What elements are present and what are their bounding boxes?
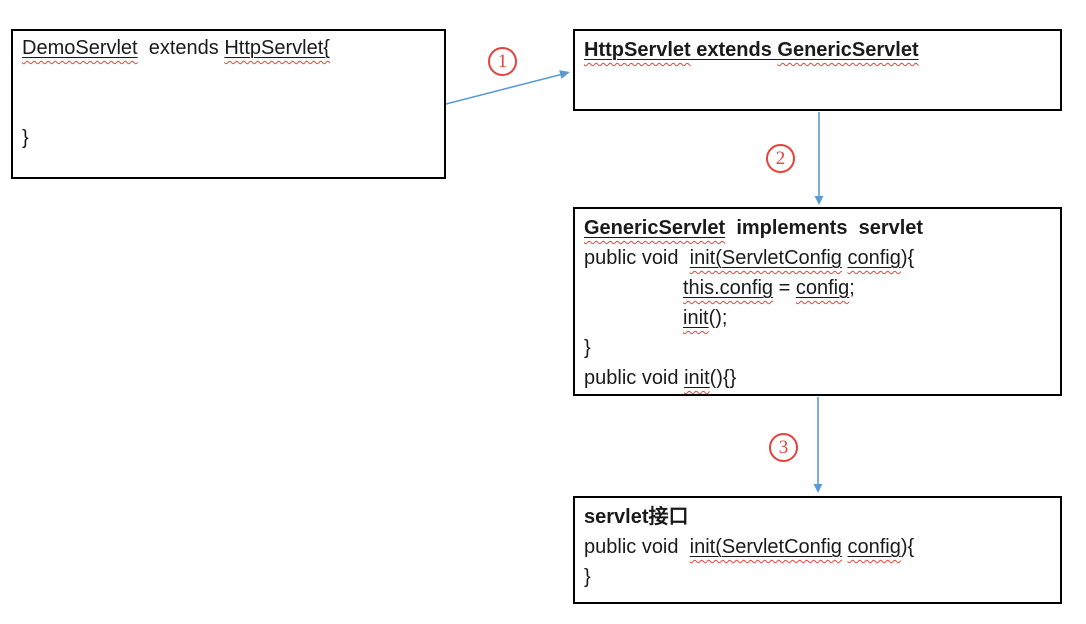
code-line: public void init(ServletConfig config){ — [584, 532, 1054, 562]
code-segment: config — [847, 247, 901, 269]
class-box-demoservlet: DemoServlet extends HttpServlet{} — [11, 29, 446, 179]
code-line: servlet接口 — [584, 502, 1054, 532]
code-segment: config — [795, 277, 850, 299]
code-segment: ; — [849, 277, 855, 299]
code-segment: extends — [690, 39, 778, 61]
code-segment: init — [684, 367, 710, 389]
code-line: DemoServlet extends HttpServlet{ — [22, 33, 438, 63]
code-segment: = — [773, 277, 796, 299]
code-line: HttpServlet extends GenericServlet — [584, 35, 1054, 65]
code-segment: config — [847, 247, 900, 269]
code-segment: this.config — [683, 277, 774, 299]
code-segment: init(ServletConfig — [689, 536, 842, 558]
code-segment: 接口 — [648, 506, 689, 528]
code-line: init(); — [584, 303, 1054, 333]
code-segment: config — [796, 277, 849, 299]
code-segment: (){} — [709, 367, 737, 389]
code-segment: HttpServlet{ — [224, 37, 330, 59]
code-segment: init — [683, 307, 709, 329]
code-segment: public void — [584, 367, 685, 389]
code-segment: public void — [584, 247, 690, 269]
code-segment: init(ServletConfig — [689, 247, 842, 269]
code-segment: servlet — [584, 506, 649, 528]
code-segment: (); — [708, 307, 728, 329]
code-line: } — [584, 333, 1054, 363]
code-segment: init(ServletConfig — [690, 247, 842, 269]
code-segment: config — [847, 536, 900, 558]
class-box-httpservlet: HttpServlet extends GenericServlet — [573, 29, 1062, 111]
arrow-3-icon — [813, 397, 823, 493]
code-segment: init — [683, 307, 709, 329]
code-segment: GenericServlet — [584, 217, 726, 239]
code-segment: public void — [584, 536, 690, 558]
code-segment: } — [584, 337, 591, 359]
code-segment: this.config — [683, 277, 773, 299]
code-line — [22, 93, 438, 123]
arrow-2-icon — [814, 112, 824, 205]
code-segment: DemoServlet — [22, 37, 138, 59]
code-line: } — [22, 123, 438, 153]
code-segment: ){ — [900, 247, 915, 269]
code-segment: config — [847, 536, 901, 558]
code-line: this.config = config; — [584, 273, 1054, 303]
code-segment: } — [22, 127, 29, 149]
arrow-1-icon — [445, 70, 570, 105]
arrow-label-1: 1 — [488, 47, 517, 76]
code-segment: GenericServlet — [584, 217, 725, 239]
code-segment: HttpServlet{ — [224, 37, 330, 59]
code-segment: ){ — [900, 536, 915, 558]
code-segment: extends — [137, 37, 225, 59]
code-segment: } — [584, 566, 591, 588]
code-segment: init — [684, 367, 710, 389]
code-line: } — [584, 562, 1054, 592]
code-line: public void init(ServletConfig config){ — [584, 243, 1054, 273]
code-segment: implements servlet — [725, 217, 924, 239]
code-line: public void init(){} — [584, 363, 1054, 393]
arrow-label-3: 3 — [769, 433, 798, 462]
code-segment: GenericServlet — [777, 39, 918, 61]
arrow-label-2: 2 — [766, 144, 795, 173]
code-segment: HttpServlet — [584, 39, 691, 61]
code-line: GenericServlet implements servlet — [584, 213, 1054, 243]
code-line — [22, 63, 438, 93]
code-segment: init(ServletConfig — [690, 536, 842, 558]
code-segment: HttpServlet — [584, 39, 691, 61]
code-segment: DemoServlet — [22, 37, 138, 59]
code-segment: GenericServlet — [777, 39, 919, 61]
